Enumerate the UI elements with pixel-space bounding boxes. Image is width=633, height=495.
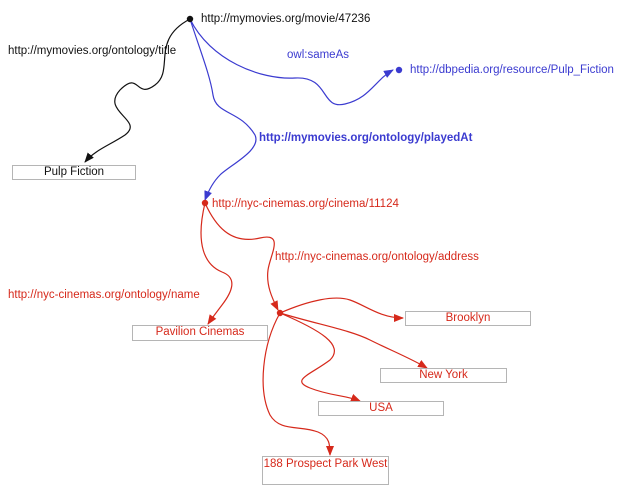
edge-address-label: http://nyc-cinemas.org/ontology/address xyxy=(275,251,479,263)
edge-name xyxy=(200,202,233,325)
edge-name-label: http://nyc-cinemas.org/ontology/name xyxy=(8,289,200,301)
edge-same-as xyxy=(189,18,394,106)
edge-brooklyn xyxy=(279,297,404,322)
edge-played-at xyxy=(189,18,257,201)
node-address-blank xyxy=(276,309,284,317)
edge-street xyxy=(262,312,334,456)
edge-played-at-label: http://mymovies.org/ontology/playedAt xyxy=(259,132,473,144)
edge-usa xyxy=(279,312,361,402)
node-cinema xyxy=(201,199,209,207)
edge-title xyxy=(84,18,191,163)
literal-usa-box: USA xyxy=(318,401,444,416)
literal-new-york-box: New York xyxy=(380,368,507,383)
literal-street-box: 188 Prospect Park West xyxy=(262,456,389,485)
node-movie-label: http://mymovies.org/movie/47236 xyxy=(201,13,371,25)
literal-cinema-name-box: Pavilion Cinemas xyxy=(132,325,268,341)
edge-same-as-label: owl:sameAs xyxy=(287,49,349,61)
literal-brooklyn-box: Brooklyn xyxy=(405,311,531,326)
edge-new-york xyxy=(279,312,428,369)
literal-title-box: Pulp Fiction xyxy=(12,165,136,180)
edge-title-label: http://mymovies.org/ontology/title xyxy=(8,45,177,57)
node-movie xyxy=(186,15,194,23)
edge-address xyxy=(204,202,279,311)
node-cinema-label: http://nyc-cinemas.org/cinema/11124 xyxy=(212,198,399,210)
node-dbpedia xyxy=(395,66,403,74)
node-dbpedia-label: http://dbpedia.org/resource/Pulp_Fiction xyxy=(410,64,614,76)
